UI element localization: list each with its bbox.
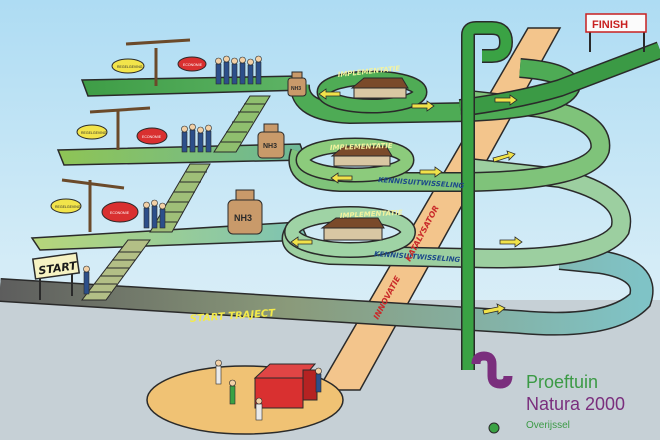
finish-sign: FINISH [585,13,647,52]
barn-middle [330,145,393,167]
middle-loop [290,91,609,191]
balance-scale-lower: REGELGEVING ECONOMIE [50,178,139,232]
person-start [83,265,90,295]
start-road [0,247,652,335]
proeftuin-logo: Proeftuin Natura 2000 Overijssel [471,351,625,434]
pan-top-left: REGELGEVING [117,65,143,69]
pan-low-right: ECONOMIE [110,211,130,215]
pan-mid-right: ECONOMIE [142,135,162,139]
arrow-icon [499,236,523,248]
pan-low-left: REGELGEVING [55,205,81,209]
arrow-icon [494,94,518,106]
people-group-lower [143,199,166,229]
arrow-icon [419,166,443,178]
people-group-middle [181,123,212,153]
barn-top [350,77,409,99]
workshop-figures [215,359,322,421]
logo-line3: Overijssel [526,420,570,431]
arrow-icon [290,236,313,248]
weight-middle-label: NH3 [263,143,277,150]
label-implementatie-mid: IMPLEMENTATIE [330,142,393,152]
people-group-top [215,55,262,85]
arrow-icon [330,172,353,184]
lower-inner-loop [285,207,415,257]
weight-middle: NH3 [257,123,285,159]
staircase-lower [80,239,151,301]
arrow-icon [492,150,516,163]
weight-top: NH3 [287,71,307,97]
finish-sign-label: FINISH [592,19,628,31]
barn-lower [320,217,385,241]
start-sign: START [31,252,81,300]
pan-mid-left: REGELGEVING [81,131,107,135]
arrow-icon [482,303,506,315]
arrow-icon [318,88,341,100]
logo-dot-icon [488,422,500,434]
logo-line2: Natura 2000 [526,394,625,414]
pan-top-right: ECONOMIE [183,63,203,67]
middle-inner-loop [297,139,413,181]
logo-mark [471,351,513,389]
balance-scale-top: REGELGEVING ECONOMIE [111,38,207,86]
label-implementatie-low: IMPLEMENTATIE [340,209,403,220]
staircase-upper [213,95,271,153]
direction-arrows [290,88,523,315]
arrow-icon [411,100,435,112]
logo-line1: Proeftuin [526,372,598,392]
weight-lower: NH3 [227,189,263,235]
green-pipe [462,22,512,370]
weight-lower-label: NH3 [234,213,252,223]
start-sign-label: START [38,259,79,277]
weight-top-label: NH3 [291,86,301,92]
balance-scale-middle: REGELGEVING ECONOMIE [76,106,168,150]
